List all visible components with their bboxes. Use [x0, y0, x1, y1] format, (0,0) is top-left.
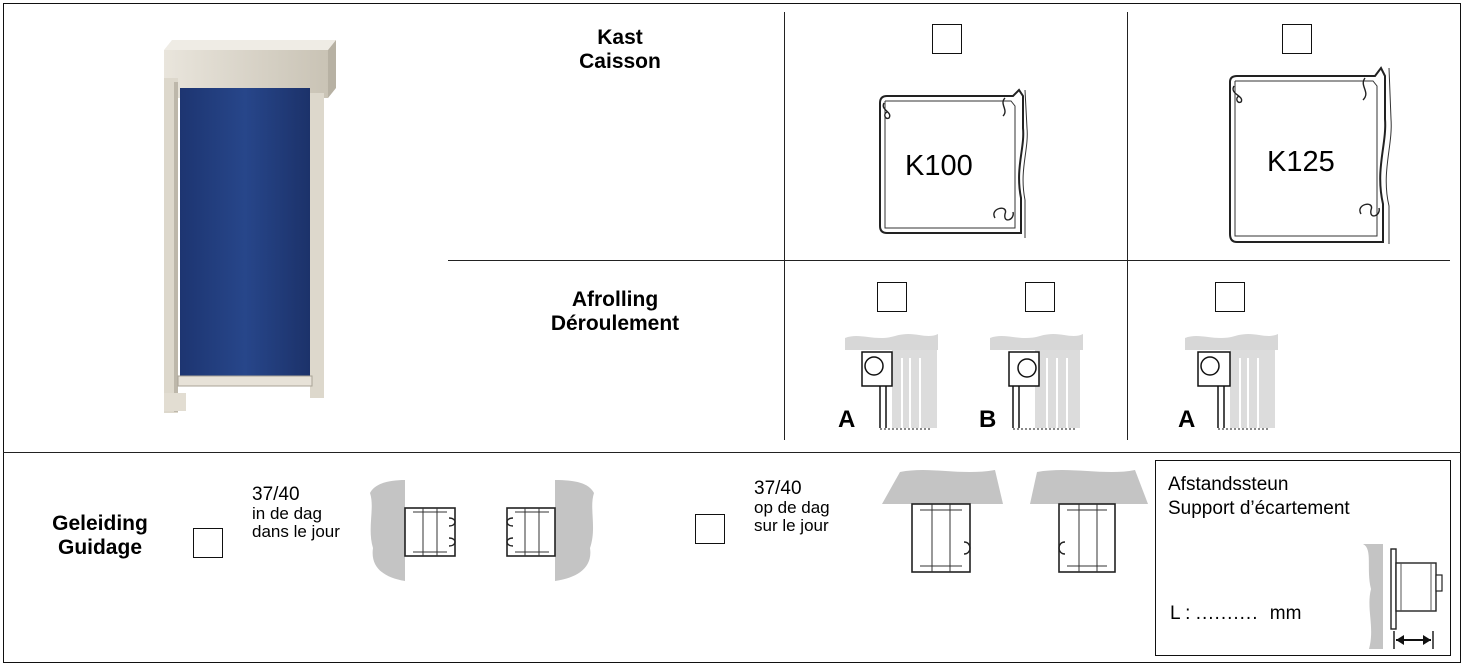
caisson-k100-profile: K100: [875, 88, 1035, 243]
geleiding-in-de-dag-size: 37/40: [252, 484, 300, 505]
divider: [1127, 12, 1128, 440]
afrolling-b-label: B: [979, 406, 997, 433]
afrolling-title-fr: Déroulement: [550, 312, 680, 335]
caisson-k125-profile: K125: [1225, 64, 1400, 246]
form-frame: [3, 3, 1461, 663]
length-label: L :: [1170, 603, 1191, 624]
afrolling-title: Afrolling Déroulement: [515, 288, 715, 336]
geleiding-title: Geleiding Guidage: [30, 512, 170, 560]
afstandssteun-title-fr: Support d’écartement: [1168, 498, 1350, 519]
caisson-k125-checkbox[interactable]: [1282, 24, 1312, 54]
divider: [3, 452, 1461, 453]
guide-in-de-dag-drawing-1: [365, 478, 470, 583]
guide-op-de-dag-drawing-2: [1025, 462, 1150, 582]
afrolling-a2-label: A: [1178, 406, 1196, 433]
afstandssteun-box: Afstandssteun Support d’écartement L : .…: [1155, 460, 1451, 656]
afrolling-b-drawing: [985, 328, 1095, 433]
caisson-title-fr: Caisson: [579, 50, 661, 73]
geleiding-op-de-dag-fr: sur le jour: [754, 516, 829, 535]
geleiding-title-fr: Guidage: [57, 536, 142, 559]
caisson-k125-label: K125: [1267, 146, 1335, 178]
afstandssteun-title: Afstandssteun Support d’écartement: [1168, 473, 1350, 521]
geleiding-title-nl: Geleiding: [52, 512, 148, 535]
caisson-k100-label: K100: [905, 150, 973, 182]
afrolling-b-checkbox[interactable]: [1025, 282, 1055, 312]
screen-product-image: [150, 38, 340, 413]
geleiding-op-de-dag-size: 37/40: [754, 478, 802, 499]
afrolling-a2-checkbox[interactable]: [1215, 282, 1245, 312]
length-input[interactable]: ..........: [1195, 603, 1259, 624]
length-unit: mm: [1269, 603, 1302, 624]
caisson-title-nl: Kast: [597, 26, 643, 49]
divider: [784, 12, 785, 440]
geleiding-op-de-dag-nl: op de dag: [754, 498, 830, 517]
geleiding-op-de-dag-text: 37/40 op de dag sur le jour: [754, 478, 830, 535]
divider: [448, 260, 1450, 261]
guide-op-de-dag-drawing-1: [880, 462, 1005, 582]
caisson-title: Kast Caisson: [520, 26, 720, 74]
afrolling-a-drawing: [840, 328, 950, 433]
afstandssteun-drawing: [1361, 539, 1451, 651]
afrolling-title-nl: Afrolling: [571, 288, 659, 311]
geleiding-in-de-dag-checkbox[interactable]: [193, 528, 223, 558]
afstandssteun-title-nl: Afstandssteun: [1168, 474, 1289, 495]
caisson-k100-checkbox[interactable]: [932, 24, 962, 54]
geleiding-in-de-dag-text: 37/40 in de dag dans le jour: [252, 484, 340, 541]
afstandssteun-length-row: L : .......... mm: [1170, 603, 1301, 625]
guide-in-de-dag-drawing-2: [497, 478, 602, 583]
afrolling-a-label: A: [838, 406, 856, 433]
afrolling-a-checkbox[interactable]: [877, 282, 907, 312]
geleiding-in-de-dag-fr: dans le jour: [252, 522, 340, 541]
geleiding-op-de-dag-checkbox[interactable]: [695, 514, 725, 544]
geleiding-in-de-dag-nl: in de dag: [252, 504, 322, 523]
afrolling-a2-drawing: [1180, 328, 1290, 433]
